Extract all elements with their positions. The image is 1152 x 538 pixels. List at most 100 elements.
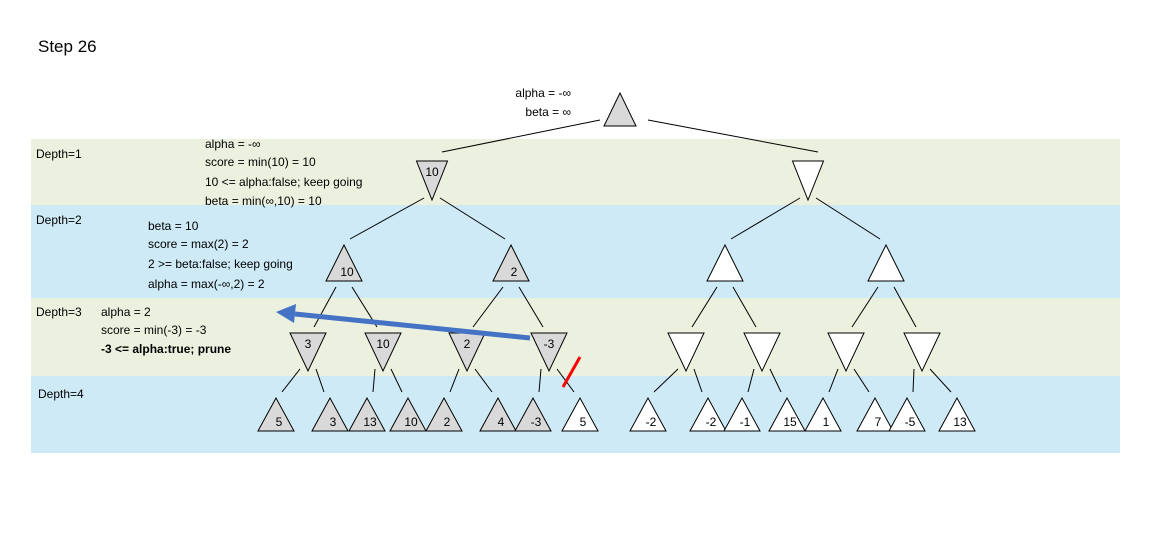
- depth3-prune-text: -3 <= alpha:true; prune: [101, 342, 231, 356]
- max-node-triangle: [706, 243, 744, 282]
- node-value-label: -2: [646, 415, 657, 429]
- leaf-node: 13: [938, 396, 976, 432]
- node-value-label: -3: [531, 415, 542, 429]
- depth3-node: 10: [364, 332, 402, 373]
- leaf-node: -5: [888, 396, 926, 432]
- node-value-label: 7: [875, 415, 882, 429]
- node-value-label: 10: [425, 165, 439, 179]
- leaf-node: -2: [689, 396, 727, 432]
- node-value-label: 2: [511, 265, 518, 279]
- max-node-triangle: [888, 396, 926, 432]
- leaf-node: 5: [257, 396, 295, 432]
- tree-edge: [538, 368, 542, 393]
- root-alpha-text: alpha = -∞: [515, 86, 571, 100]
- tree-edge: [851, 286, 879, 328]
- tree-edge: [449, 368, 460, 393]
- max-node-triangle: [603, 91, 637, 127]
- tree-edge: [912, 368, 915, 393]
- depth2-node: [867, 243, 905, 282]
- max-node-triangle: [938, 396, 976, 432]
- depth3-annotation-line-2: score = min(-3) = -3: [101, 323, 207, 337]
- tree-edge: [732, 286, 757, 328]
- tree-edge: [929, 368, 952, 393]
- depth3-node: [903, 332, 941, 373]
- max-node-triangle: [479, 396, 517, 432]
- depth3-node: [743, 332, 781, 373]
- node-value-label: 1: [823, 415, 830, 429]
- min-node-triangle: [903, 332, 941, 373]
- node-value-label: -2: [706, 415, 717, 429]
- tree-edge: [315, 368, 325, 393]
- max-node-triangle: [561, 396, 599, 432]
- edge-root-depth1: [647, 119, 819, 153]
- leaf-node: 5: [561, 396, 599, 432]
- tree-edge: [372, 368, 376, 393]
- max-node-triangle: [311, 396, 349, 432]
- tree-edge: [439, 197, 506, 240]
- node-value-label: 5: [276, 415, 283, 429]
- leaf-node: 7: [856, 396, 894, 432]
- min-node-triangle: [743, 332, 781, 373]
- arrow-shaft: [294, 311, 531, 341]
- tree-edge: [653, 368, 679, 393]
- tree-edge: [893, 286, 917, 328]
- max-node-triangle: [723, 396, 761, 432]
- node-value-label: 10: [340, 265, 354, 279]
- min-node-triangle: [289, 332, 327, 373]
- node-value-label: -3: [544, 337, 555, 351]
- node-value-label: 13: [953, 415, 967, 429]
- depth2-band: [31, 205, 1120, 298]
- node-value-label: 4: [498, 415, 505, 429]
- leaf-node: 10: [389, 396, 427, 432]
- depth1-node: 10: [415, 160, 449, 202]
- leaf-node: -3: [514, 396, 552, 432]
- min-node-triangle: [415, 160, 449, 202]
- min-node-triangle: [364, 332, 402, 373]
- depth3-node: -3: [530, 332, 568, 373]
- node-value-label: 10: [376, 337, 390, 351]
- depth-label-3: Depth=3: [36, 305, 82, 319]
- max-node-triangle: [768, 396, 806, 432]
- tree-edge: [474, 368, 493, 393]
- tree-edge: [747, 368, 755, 393]
- tree-edge: [769, 368, 782, 393]
- node-value-label: 2: [444, 415, 451, 429]
- leaf-node: 3: [311, 396, 349, 432]
- node-value-label: 10: [404, 415, 418, 429]
- backtrack-arrow: [276, 304, 531, 341]
- step-title: Step 26: [38, 37, 97, 56]
- min-node-triangle: [827, 332, 865, 373]
- depth2-node: 2: [492, 243, 530, 282]
- root-beta-text: beta = ∞: [525, 105, 571, 119]
- tree-edge: [853, 368, 870, 393]
- leaf-node: 15: [768, 396, 806, 432]
- tree-edge: [691, 286, 718, 328]
- max-node-triangle: [257, 396, 295, 432]
- depth2-node: [706, 243, 744, 282]
- node-value-label: 5: [580, 415, 587, 429]
- depth1-annotation-line-2: score = min(10) = 10: [205, 155, 316, 169]
- leaf-node: 1: [804, 396, 842, 432]
- node-value-label: 3: [330, 415, 337, 429]
- max-node-triangle: [867, 243, 905, 282]
- depth-label-2: Depth=2: [36, 213, 82, 227]
- leaf-node: 13: [348, 396, 386, 432]
- node-value-label: 2: [464, 337, 471, 351]
- depth-label-4: Depth=4: [38, 387, 84, 401]
- depth1-annotation-line-1: alpha = -∞: [205, 137, 261, 151]
- leaf-node: 2: [425, 396, 463, 432]
- tree-edge: [349, 197, 425, 240]
- depth2-annotation-line-2: score = max(2) = 2: [148, 237, 249, 251]
- node-value-label: 15: [783, 415, 797, 429]
- leaf-node: -1: [723, 396, 761, 432]
- edge-root-depth1: [441, 119, 601, 153]
- depth1-band: [31, 139, 1120, 205]
- node-value-label: -5: [905, 415, 916, 429]
- min-node-triangle: [791, 160, 825, 202]
- depth2-annotation-line-4: alpha = max(-∞,2) = 2: [148, 277, 265, 291]
- depth3-node: [667, 332, 705, 373]
- depth2-node: 10: [325, 243, 363, 282]
- root-node: [603, 91, 637, 127]
